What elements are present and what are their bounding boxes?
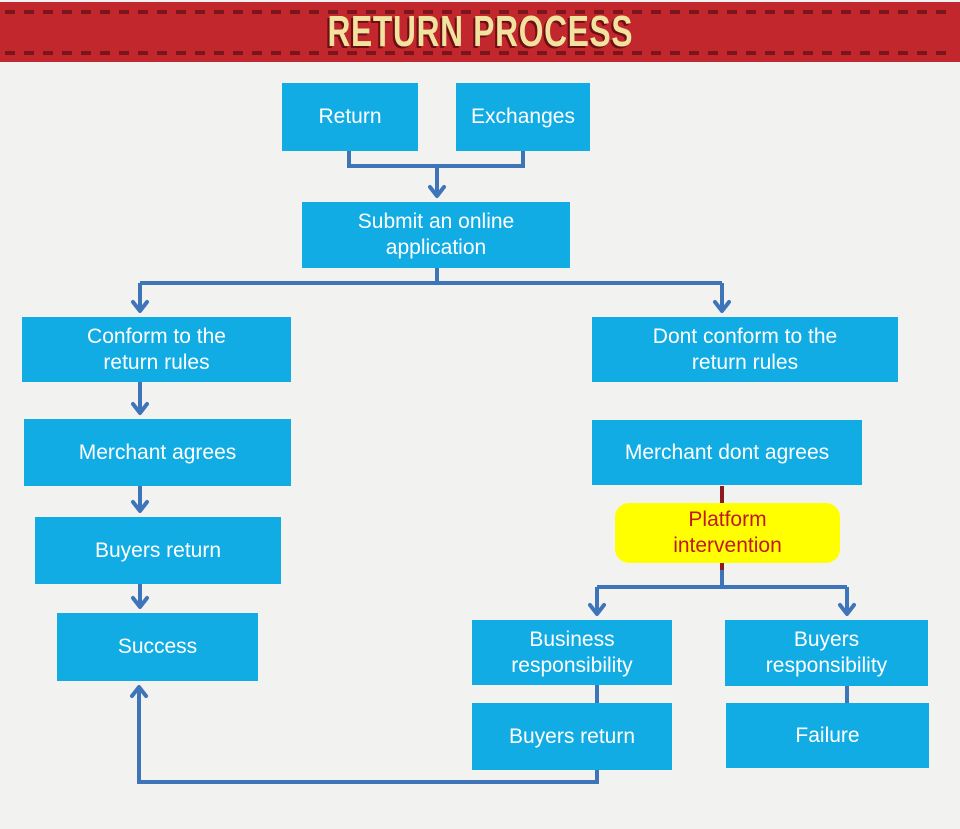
node-conform-rules: Conform to the return rules: [22, 317, 291, 382]
node-exchanges: Exchanges: [456, 83, 590, 151]
node-failure: Failure: [726, 703, 929, 768]
node-return: Return: [282, 83, 418, 151]
edge-return-exchanges-join: [347, 151, 525, 168]
node-buyers-return-left: Buyers return: [35, 517, 281, 584]
node-success: Success: [57, 613, 258, 681]
node-buyers-responsibility: Buyers responsibility: [725, 620, 928, 686]
node-submit-application: Submit an online application: [302, 202, 570, 268]
node-merchant-agrees: Merchant agrees: [24, 419, 291, 486]
node-dont-conform-rules: Dont conform to the return rules: [592, 317, 898, 382]
node-business-responsibility: Business responsibility: [472, 620, 672, 685]
banner-dashed-line-top: [5, 10, 955, 14]
edge-loop-buyers-return-to-success: [130, 685, 599, 784]
banner-dashed-line-bottom: [5, 51, 955, 55]
node-platform-intervention: Platform intervention: [615, 503, 840, 563]
node-buyers-return-right: Buyers return: [472, 703, 672, 770]
node-merchant-dont-agrees: Merchant dont agrees: [592, 420, 862, 485]
header-banner: RETURN PROCESS: [0, 2, 960, 62]
page-title: RETURN PROCESS: [327, 7, 633, 56]
